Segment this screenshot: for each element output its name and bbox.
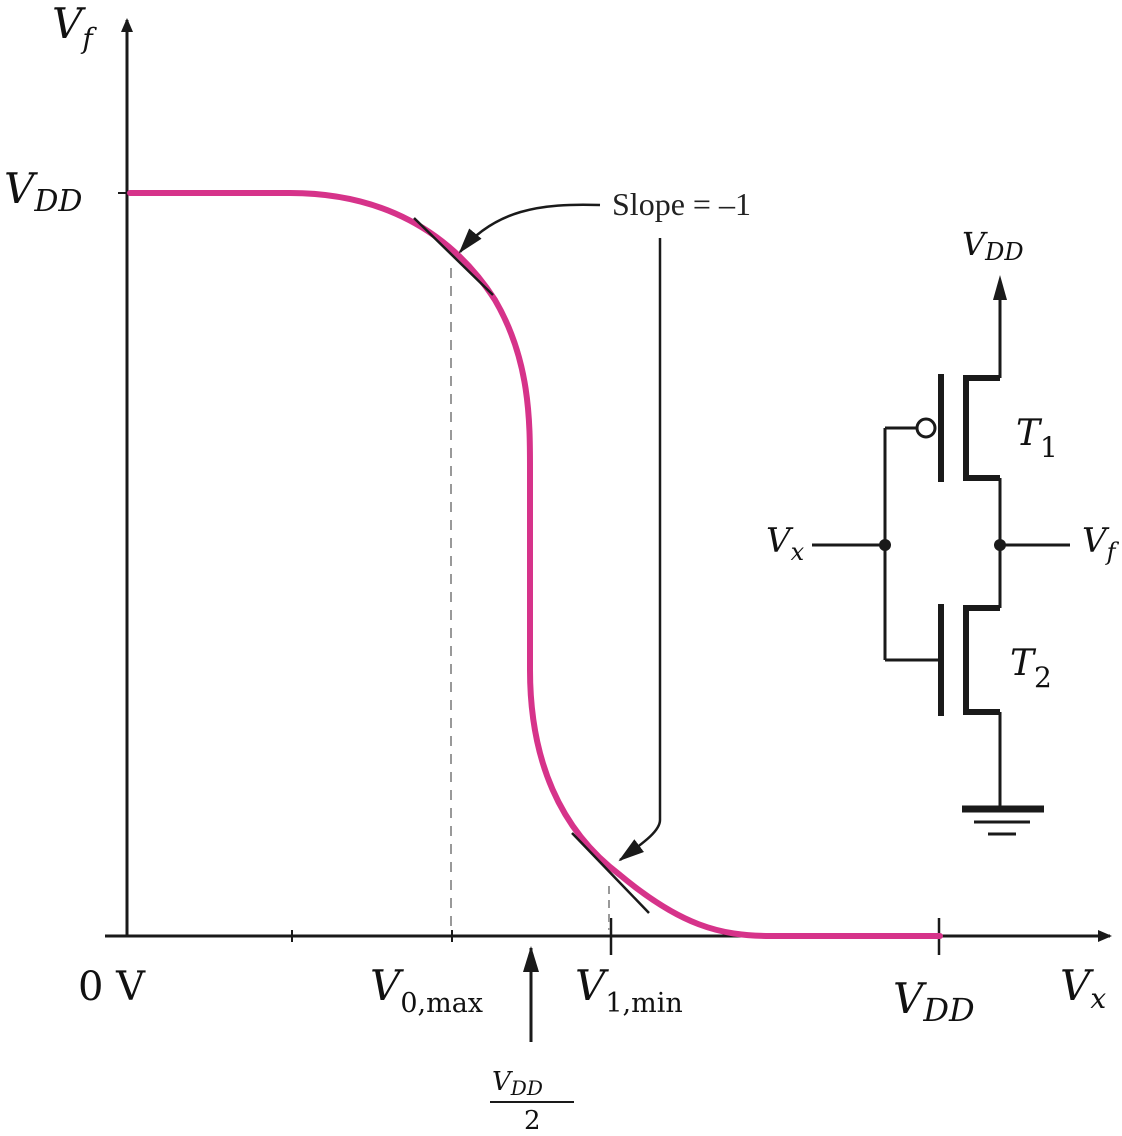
- circuit-output-label: Vf: [1082, 521, 1120, 566]
- x-axis-label: Vx: [1060, 961, 1106, 1015]
- tangent-line-bottom: [571, 832, 650, 914]
- half-vdd-denominator: 2: [524, 1106, 541, 1136]
- t1-label: T1: [1016, 413, 1058, 464]
- x-tick-label-vdd: VDD: [893, 974, 975, 1029]
- vdd-supply-arrow: [993, 275, 1007, 300]
- slope-arrow-top: [458, 203, 601, 254]
- slope-annotation: Slope = –1: [612, 186, 751, 222]
- x-tick-label-v1min: V1,min: [575, 961, 683, 1019]
- slope-arrow-bottom: [618, 238, 662, 862]
- ground-symbol-icon: [962, 805, 1044, 836]
- y-tick-label-vdd: VDD: [4, 164, 82, 219]
- t1-gate-bubble: [915, 417, 937, 439]
- transfer-curve: [127, 190, 943, 939]
- t1-channel: [963, 375, 1000, 481]
- tangent-line-top: [413, 217, 494, 296]
- circuit-input-label: Vx: [766, 521, 805, 566]
- input-junction-dot: [879, 539, 891, 551]
- t2-label: T2: [1010, 643, 1052, 694]
- circuit-vdd-label: VDD: [962, 225, 1024, 266]
- half-vdd-numerator: VDD: [492, 1067, 543, 1100]
- cmos-inverter-circuit: [812, 275, 1070, 808]
- t2-channel: [963, 605, 1000, 715]
- origin-label: 0 V: [78, 964, 146, 1010]
- y-axis-label: Vf: [52, 0, 97, 55]
- x-tick-label-v0max: V0,max: [370, 961, 483, 1019]
- output-junction-dot: [994, 539, 1006, 551]
